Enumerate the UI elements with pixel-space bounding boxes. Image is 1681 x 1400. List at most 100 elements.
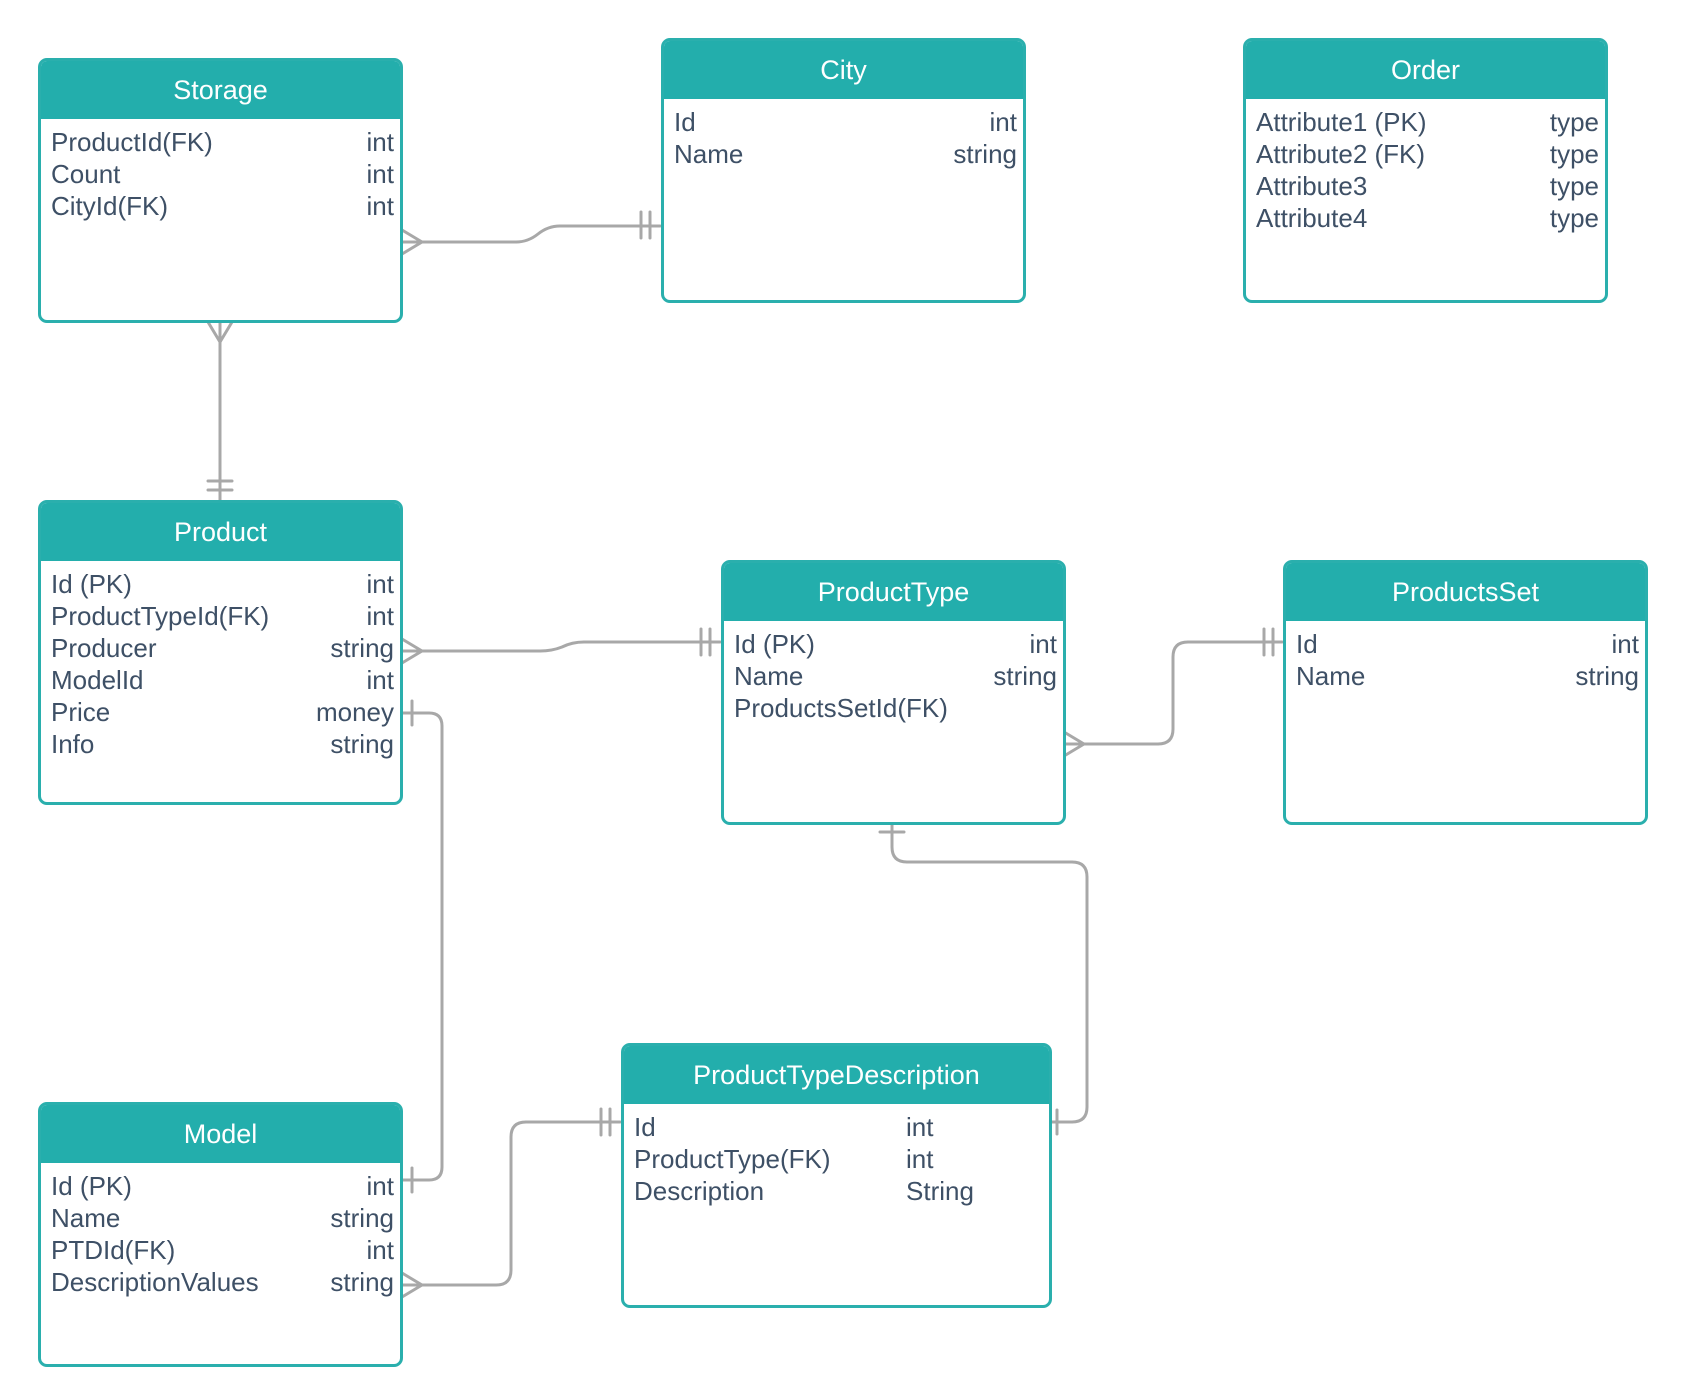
attribute-type: string bbox=[330, 1203, 394, 1233]
attribute-row: Producer string bbox=[41, 632, 400, 664]
attribute-row: DescriptionValues string bbox=[41, 1266, 400, 1298]
connector-line[interactable] bbox=[400, 1120, 622, 1287]
attribute-row: Id (PK) int bbox=[41, 1170, 400, 1202]
entity-storage-title: Storage bbox=[41, 61, 400, 119]
attribute-row: Id (PK) int bbox=[41, 568, 400, 600]
attribute-name: Attribute1 (PK) bbox=[1256, 107, 1427, 137]
relationship-product-model[interactable] bbox=[400, 699, 444, 1194]
connector-line[interactable] bbox=[1062, 640, 1284, 746]
attribute-name: Id (PK) bbox=[51, 569, 132, 599]
attribute-name: Price bbox=[51, 697, 111, 727]
attribute-type: int bbox=[906, 1144, 934, 1174]
attribute-name: Id bbox=[634, 1112, 656, 1142]
attribute-row: Attribute1 (PK) type bbox=[1246, 106, 1605, 138]
connector-line[interactable] bbox=[400, 640, 722, 653]
attribute-row: PTDId(FK) int bbox=[41, 1234, 400, 1266]
entity-producttype-title: ProductType bbox=[724, 563, 1063, 621]
attribute-name: ProductTypeId(FK) bbox=[51, 601, 270, 631]
attribute-type: string bbox=[330, 729, 394, 759]
attribute-name: Id bbox=[1296, 629, 1318, 659]
crowfoot-many-end bbox=[206, 320, 234, 344]
one-and-only-one-end bbox=[699, 627, 712, 657]
entity-order-attributes: Attribute1 (PK) type Attribute2 (FK) typ… bbox=[1246, 99, 1605, 234]
attribute-name: Name bbox=[734, 661, 804, 691]
attribute-name: Description bbox=[634, 1176, 765, 1206]
attribute-name: CityId(FK) bbox=[51, 191, 168, 221]
attribute-type: int bbox=[366, 601, 394, 631]
entity-producttypedescription-attributes: Id int ProductType(FK) int Description S… bbox=[624, 1104, 1049, 1207]
attribute-name: Producer bbox=[51, 633, 157, 663]
attribute-name: DescriptionValues bbox=[51, 1267, 259, 1297]
connector-line[interactable] bbox=[890, 820, 1089, 1124]
entity-model[interactable]: Model Id (PK) int Name string PTDId(FK) … bbox=[38, 1102, 403, 1367]
one-and-only-one-end bbox=[639, 210, 652, 240]
attribute-name: Id bbox=[674, 107, 696, 137]
entity-storage[interactable]: Storage ProductId(FK) int Count int City… bbox=[38, 58, 403, 323]
attribute-row: Name string bbox=[724, 660, 1063, 692]
entity-productsset-title: ProductsSet bbox=[1286, 563, 1645, 621]
attribute-row: ProductsSetId(FK) bbox=[724, 692, 1063, 724]
attribute-name: Attribute2 (FK) bbox=[1256, 139, 1426, 169]
crowfoot-many-end bbox=[400, 228, 424, 256]
attribute-type: string bbox=[330, 633, 394, 663]
attribute-name: Id (PK) bbox=[734, 629, 815, 659]
attribute-row: Price money bbox=[41, 696, 400, 728]
connector-line[interactable] bbox=[400, 711, 444, 1182]
one-and-only-one-end bbox=[599, 1107, 612, 1137]
attribute-name: Count bbox=[51, 159, 121, 189]
attribute-type: int bbox=[366, 665, 394, 695]
attribute-name: ProductId(FK) bbox=[51, 127, 213, 157]
entity-productsset[interactable]: ProductsSet Id int Name string bbox=[1283, 560, 1648, 825]
attribute-row: Info string bbox=[41, 728, 400, 760]
attribute-type: type bbox=[1549, 139, 1599, 169]
entity-producttypedescription-title: ProductTypeDescription bbox=[624, 1046, 1049, 1104]
attribute-row: Name string bbox=[41, 1202, 400, 1234]
relationship-storage-product[interactable] bbox=[206, 320, 234, 502]
entity-model-attributes: Id (PK) int Name string PTDId(FK) int De… bbox=[41, 1163, 400, 1298]
relationship-model-producttypedescription[interactable] bbox=[400, 1107, 622, 1299]
attribute-row: Id (PK) int bbox=[724, 628, 1063, 660]
attribute-row: ModelId int bbox=[41, 664, 400, 696]
entity-producttype-attributes: Id (PK) int Name string ProductsSetId(FK… bbox=[724, 621, 1063, 724]
entity-producttypedescription[interactable]: ProductTypeDescription Id int ProductTyp… bbox=[621, 1043, 1052, 1308]
entity-product[interactable]: Product Id (PK) int ProductTypeId(FK) in… bbox=[38, 500, 403, 805]
attribute-name: Name bbox=[674, 139, 744, 169]
attribute-type: int bbox=[366, 127, 394, 157]
relationship-product-producttype[interactable] bbox=[400, 627, 722, 665]
relationship-storage-city[interactable] bbox=[400, 210, 662, 256]
attribute-type: int bbox=[366, 1235, 394, 1265]
entity-product-title: Product bbox=[41, 503, 400, 561]
attribute-name: Name bbox=[1296, 661, 1366, 691]
entity-order[interactable]: Order Attribute1 (PK) type Attribute2 (F… bbox=[1243, 38, 1608, 303]
attribute-name: Attribute3 bbox=[1256, 171, 1368, 201]
attribute-type: money bbox=[315, 697, 394, 727]
attribute-type: String bbox=[906, 1176, 974, 1206]
attribute-type: string bbox=[993, 661, 1057, 691]
attribute-name: Attribute4 bbox=[1256, 203, 1368, 233]
attribute-row: Id int bbox=[624, 1111, 1049, 1143]
attribute-type: int bbox=[366, 159, 394, 189]
attribute-row: Name string bbox=[1286, 660, 1645, 692]
attribute-row: ProductType(FK) int bbox=[624, 1143, 1049, 1175]
entity-producttype[interactable]: ProductType Id (PK) int Name string Prod… bbox=[721, 560, 1066, 825]
crowfoot-many-end bbox=[400, 1271, 424, 1299]
attribute-row: Attribute4 type bbox=[1246, 202, 1605, 234]
entity-city[interactable]: City Id int Name string bbox=[661, 38, 1026, 303]
entity-productsset-attributes: Id int Name string bbox=[1286, 621, 1645, 692]
attribute-row: ProductId(FK) int bbox=[41, 126, 400, 158]
attribute-type: int bbox=[989, 107, 1017, 137]
attribute-type: int bbox=[906, 1112, 934, 1142]
connector-line[interactable] bbox=[400, 224, 662, 244]
attribute-name: Id (PK) bbox=[51, 1171, 132, 1201]
entity-model-title: Model bbox=[41, 1105, 400, 1163]
relationship-producttype-producttypedescription[interactable] bbox=[878, 820, 1089, 1136]
attribute-row: Attribute3 type bbox=[1246, 170, 1605, 202]
relationship-producttype-productsset[interactable] bbox=[1062, 627, 1284, 758]
attribute-name: ProductsSetId(FK) bbox=[734, 693, 948, 723]
attribute-type: type bbox=[1549, 107, 1599, 137]
crowfoot-many-end bbox=[1062, 730, 1086, 758]
attribute-type: string bbox=[330, 1267, 394, 1297]
entity-city-title: City bbox=[664, 41, 1023, 99]
